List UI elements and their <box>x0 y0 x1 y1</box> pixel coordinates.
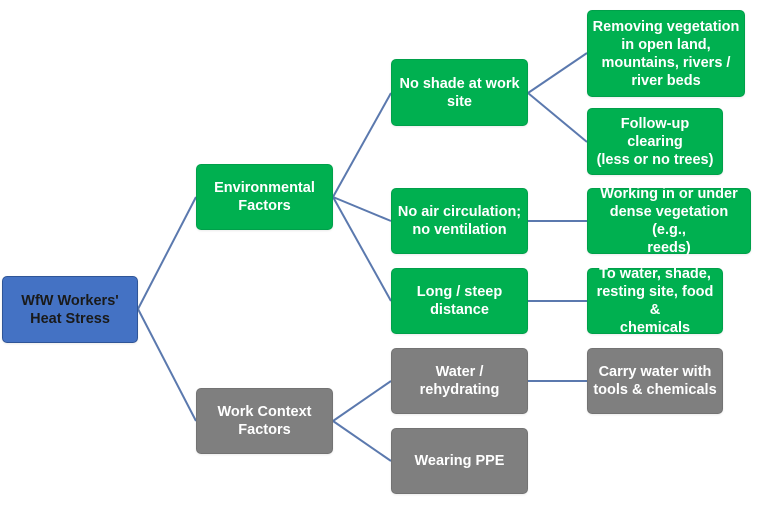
node-no-air-circulation: No air circulation; no ventilation <box>391 188 528 254</box>
node-long-steep-distance: Long / steep distance <box>391 268 528 334</box>
connector-no-shade-follow-up <box>527 92 588 143</box>
node-work-context-factors: Work Context Factors <box>196 388 333 454</box>
connector-environmental-long-distance <box>332 196 392 302</box>
node-no-shade: No shade at work site <box>391 59 528 126</box>
connector-root-environmental <box>137 196 197 310</box>
node-environmental-factors: Environmental Factors <box>196 164 333 230</box>
node-wearing-ppe: Wearing PPE <box>391 428 528 494</box>
connector-work-context-water <box>332 380 392 422</box>
connector-environmental-no-shade <box>332 92 392 198</box>
connector-environmental-no-air <box>332 196 392 222</box>
connector-root-work-context <box>137 308 197 422</box>
node-follow-up-clearing: Follow-up clearing (less or no trees) <box>587 108 723 175</box>
node-removing-vegetation: Removing vegetation in open land, mounta… <box>587 10 745 97</box>
connector-work-context-ppe <box>332 420 392 462</box>
node-carry-water: Carry water with tools & chemicals <box>587 348 723 414</box>
connector-no-shade-removing-vegetation <box>527 52 588 94</box>
node-dense-vegetation: Working in or under dense vegetation (e.… <box>587 186 751 256</box>
root-node-heat-stress: WfW Workers' Heat Stress <box>2 276 138 343</box>
node-to-water-shade: To water, shade, resting site, food & ch… <box>587 266 723 336</box>
node-water-rehydrating: Water / rehydrating <box>391 348 528 414</box>
